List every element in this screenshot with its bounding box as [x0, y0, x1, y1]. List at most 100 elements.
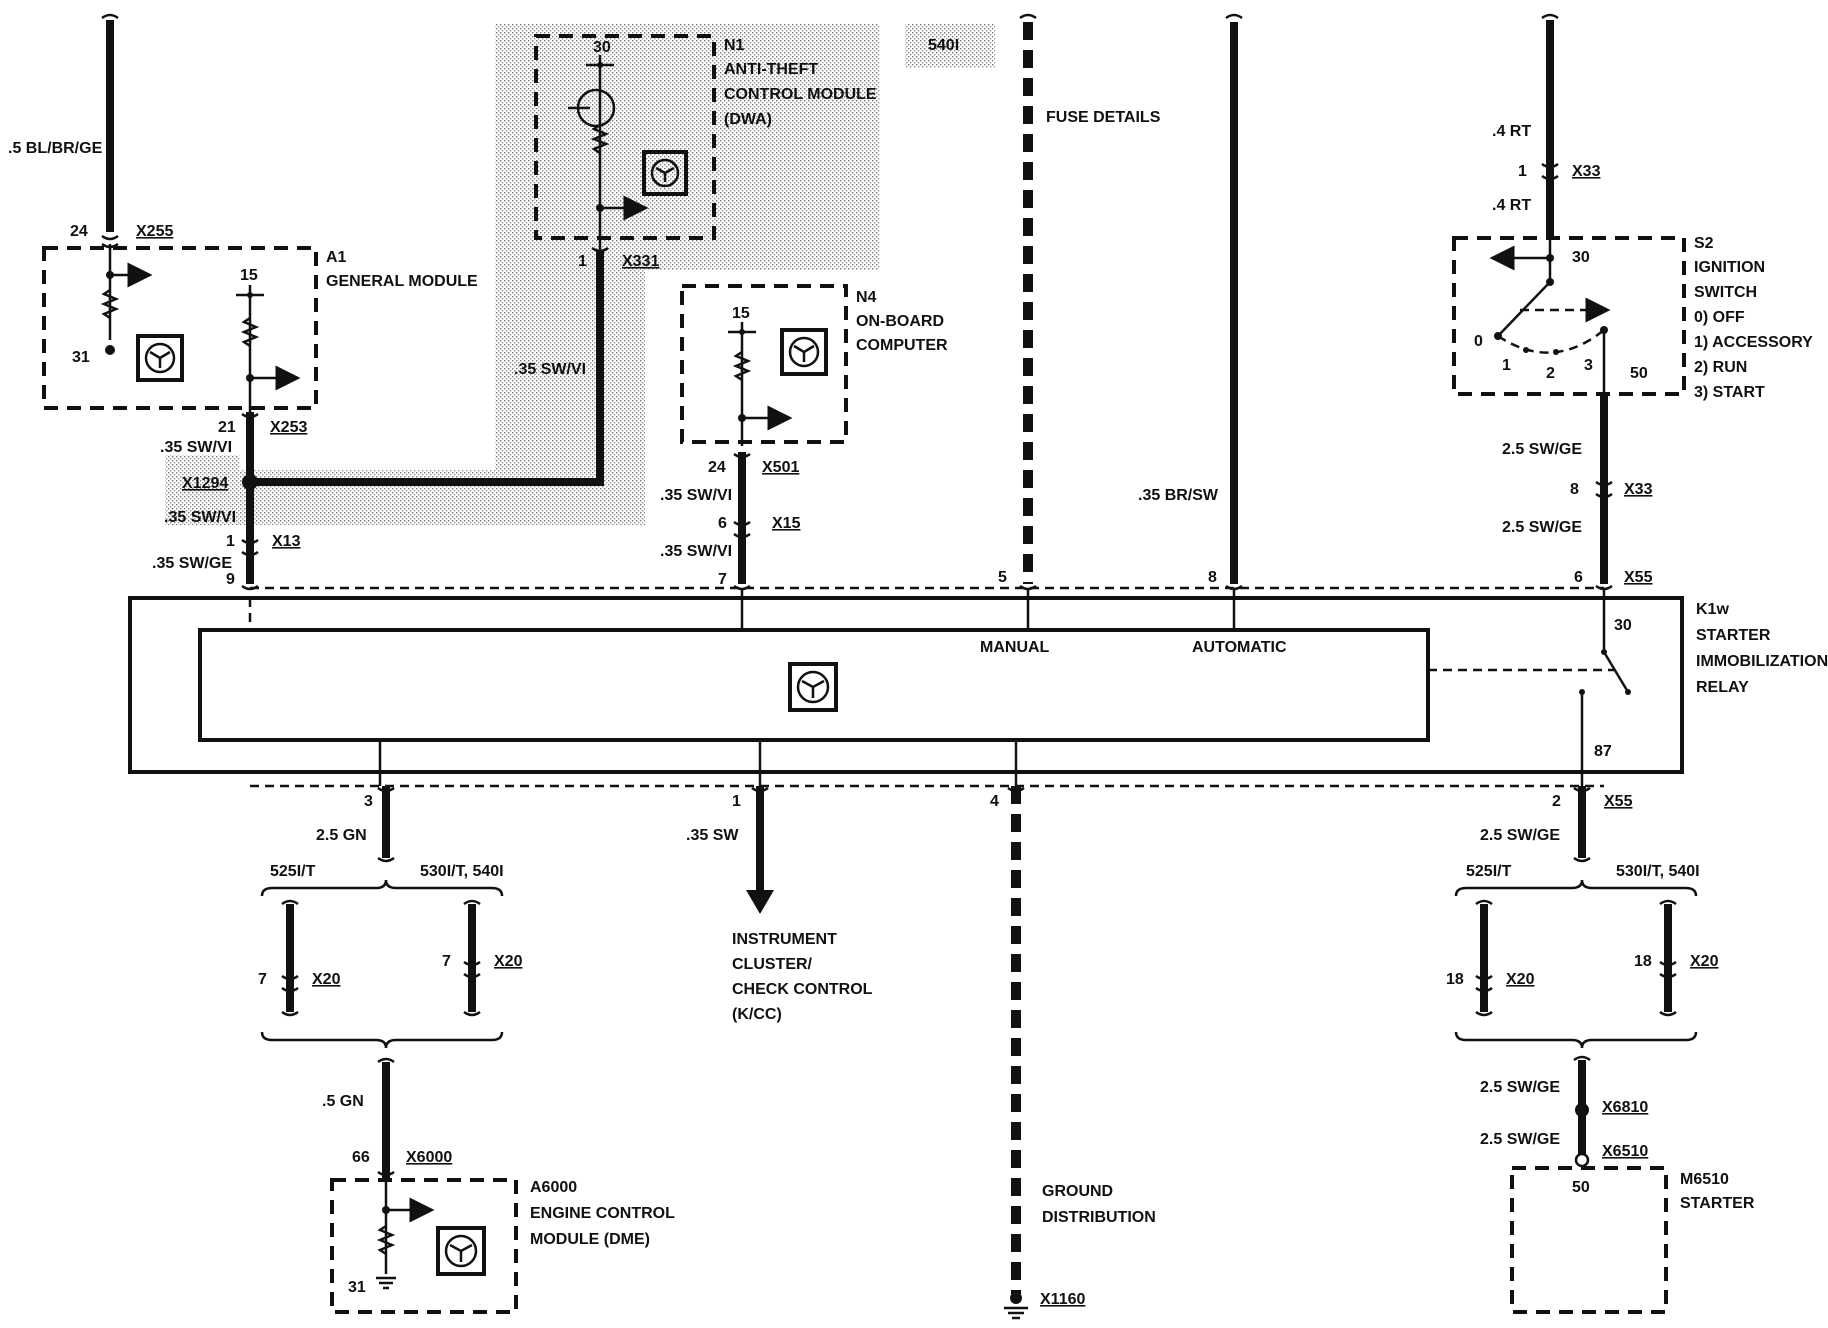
n1-name-2: CONTROL MODULE: [724, 86, 877, 103]
s2-name-1: IGNITION: [1694, 259, 1765, 276]
a1-pin-15: 15: [240, 267, 258, 284]
n1-conn-x331: X331: [622, 253, 659, 270]
s2-wire-out2: 2.5 SW/GE: [1502, 519, 1582, 536]
splice-wire-below: .35 SW/VI: [164, 509, 236, 526]
n4-pin-6: 6: [718, 515, 727, 532]
variant-540i-label: 540I: [928, 37, 959, 54]
n1-anti-theft-module: [250, 34, 716, 486]
a1-name: GENERAL MODULE: [326, 273, 478, 290]
n1-id: N1: [724, 37, 745, 54]
s2-ignition-switch: [1452, 13, 1686, 591]
a1-conn-x253: X253: [270, 419, 307, 436]
n4-pin-7: 7: [718, 571, 727, 588]
a1-general-module: [42, 13, 318, 410]
n4-name-2: COMPUTER: [856, 337, 948, 354]
s2-wire-mid: .4 RT: [1492, 197, 1531, 214]
fuse-details-label: FUSE DETAILS: [1046, 109, 1161, 126]
n1-pin-1: 1: [578, 253, 587, 270]
k1w-pin-8: 8: [1208, 569, 1217, 586]
n4-wire-a: .35 SW/VI: [660, 487, 732, 504]
k1w-name-3: RELAY: [1696, 679, 1749, 696]
n1-pin-30: 30: [593, 39, 611, 56]
right-conn-x6510: X6510: [1602, 1143, 1648, 1160]
splice-conn-x13: X13: [272, 533, 301, 550]
right-branch-wiring: [1454, 786, 1698, 1168]
k1w-pin-5: 5: [998, 569, 1007, 586]
wire-8-label: .35 BR/SW: [1138, 487, 1219, 504]
s2-conn-x33b: X33: [1624, 481, 1653, 498]
n1-name-1: ANTI-THEFT: [724, 61, 818, 78]
n4-pin-15: 15: [732, 305, 750, 322]
ground-label-2: DISTRIBUTION: [1042, 1209, 1156, 1226]
k1w-id: K1w: [1696, 601, 1729, 618]
left-conn-x20b: X20: [494, 953, 523, 970]
s2-id: S2: [1694, 235, 1714, 252]
a1-pin-21: 21: [218, 419, 236, 436]
k1w-name-1: STARTER: [1696, 627, 1771, 644]
a1-pin-24: 24: [70, 223, 88, 240]
right-variant-b: 530I/T, 540I: [1616, 863, 1700, 880]
right-wire-low: 2.5 SW/GE: [1480, 1131, 1560, 1148]
ground-distribution-wire: [1004, 786, 1028, 1320]
s2-pin-0: 0: [1474, 333, 1483, 350]
n1-name-3: (DWA): [724, 111, 772, 128]
a1-wire-in-label: .5 BL/BR/GE: [8, 140, 103, 157]
right-pin-18a: 18: [1446, 971, 1464, 988]
splice-wire-low: .35 SW/GE: [152, 555, 232, 572]
k1w-manual: MANUAL: [980, 639, 1050, 656]
n4-pin-24: 24: [708, 459, 726, 476]
left-wire-top: 2.5 GN: [316, 827, 367, 844]
a6000-id: A6000: [530, 1179, 577, 1196]
s2-pin-30: 30: [1572, 249, 1590, 266]
n4-name-1: ON-BOARD: [856, 313, 944, 330]
splice-pin-9: 9: [226, 571, 235, 588]
n1-wire-label: .35 SW/VI: [514, 361, 586, 378]
right-pin-18b: 18: [1634, 953, 1652, 970]
fuse-details-wire: [1019, 13, 1037, 591]
k1w-name-2: IMMOBILIZATION: [1696, 653, 1828, 670]
s2-wire-top: .4 RT: [1492, 123, 1531, 140]
k1w-pin-1: 1: [732, 793, 741, 810]
left-wire-bottom: .5 GN: [322, 1093, 364, 1110]
s2-pin-top: 1: [1518, 163, 1527, 180]
m6510-starter: [1510, 1166, 1668, 1314]
right-wire-top: 2.5 SW/GE: [1480, 827, 1560, 844]
right-wire-mid: 2.5 SW/GE: [1480, 1079, 1560, 1096]
left-pin-66: 66: [352, 1149, 370, 1166]
k1w-pin-2: 2: [1552, 793, 1561, 810]
s2-conn-x55: X55: [1624, 569, 1653, 586]
left-variant-a: 525I/T: [270, 863, 316, 880]
a1-wire-label: .35 SW/VI: [160, 439, 232, 456]
ground-label-1: GROUND: [1042, 1183, 1113, 1200]
right-variant-a: 525I/T: [1466, 863, 1512, 880]
n4-conn-x15: X15: [772, 515, 801, 532]
splice-x1294: X1294: [182, 475, 228, 492]
m6510-name: STARTER: [1680, 1195, 1755, 1212]
n4-onboard-computer: [680, 284, 848, 591]
right-conn-x20b: X20: [1690, 953, 1719, 970]
s2-pos-0: 0) OFF: [1694, 309, 1745, 326]
a6000-name-2: MODULE (DME): [530, 1231, 650, 1248]
s2-wire-out: 2.5 SW/GE: [1502, 441, 1582, 458]
instrument-cluster-wire: [746, 786, 774, 914]
a1-conn-x255: X255: [136, 223, 173, 240]
a6000-name-1: ENGINE CONTROL: [530, 1205, 675, 1222]
right-conn-x6810: X6810: [1602, 1099, 1648, 1116]
automatic-wire: [1225, 13, 1243, 591]
instrument-wire-label: .35 SW: [686, 827, 739, 844]
s2-name-2: SWITCH: [1694, 284, 1757, 301]
s2-pin-3: 3: [1584, 357, 1593, 374]
splice-pin-1: 1: [226, 533, 235, 550]
left-conn-x20a: X20: [312, 971, 341, 988]
ground-conn-x1160: X1160: [1040, 1291, 1085, 1308]
s2-pin-2: 2: [1546, 365, 1555, 382]
n4-wire-b: .35 SW/VI: [660, 543, 732, 560]
k1w-conn-x55: X55: [1604, 793, 1633, 810]
right-conn-x20a: X20: [1506, 971, 1535, 988]
a6000-engine-control-module: [330, 1178, 518, 1314]
left-pin-7b: 7: [442, 953, 451, 970]
instrument-label-1: INSTRUMENT: [732, 931, 837, 948]
a1-pin-31: 31: [72, 349, 90, 366]
m6510-pin-50: 50: [1572, 1179, 1590, 1196]
